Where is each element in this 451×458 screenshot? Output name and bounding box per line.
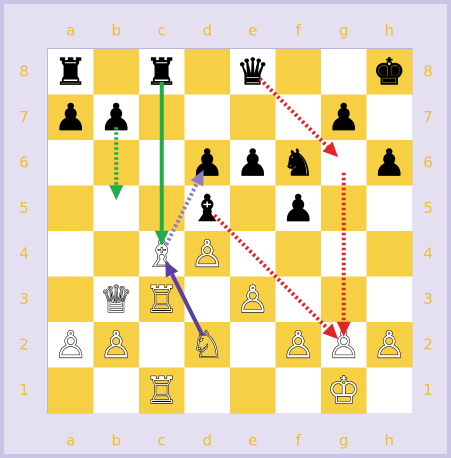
rank-label-right: 8 xyxy=(423,62,433,80)
black-pawn-g7-icon[interactable]: ♟ xyxy=(327,96,360,139)
rank-label-left: 8 xyxy=(19,62,29,80)
square-h1[interactable] xyxy=(367,368,413,414)
white-pawn-e3-icon[interactable]: ♙ xyxy=(236,278,269,321)
rank-label-left: 3 xyxy=(19,290,29,308)
rank-label-left: 6 xyxy=(19,153,29,171)
black-pawn-e6-icon[interactable]: ♟ xyxy=(236,141,269,184)
square-h4[interactable] xyxy=(367,231,413,277)
square-a6[interactable] xyxy=(48,140,94,186)
square-h5[interactable] xyxy=(367,186,413,232)
black-king-h8-icon[interactable]: ♚ xyxy=(373,50,406,93)
square-e7[interactable] xyxy=(230,95,276,141)
rank-label-left: 7 xyxy=(19,108,29,126)
square-b4[interactable] xyxy=(94,231,140,277)
file-label-bottom: e xyxy=(248,432,257,450)
file-label-bottom: a xyxy=(66,432,75,450)
black-pawn-f5-icon[interactable]: ♟ xyxy=(282,187,315,230)
file-label-bottom: b xyxy=(111,432,121,450)
file-label-bottom: g xyxy=(339,432,349,450)
rank-label-right: 5 xyxy=(423,199,433,217)
white-king-g1-icon[interactable]: ♔ xyxy=(327,369,360,412)
white-rook-c3-icon[interactable]: ♖ xyxy=(145,278,178,321)
white-queen-b3-icon[interactable]: ♕ xyxy=(100,278,133,321)
file-label-top: b xyxy=(111,22,121,40)
file-label-top: c xyxy=(158,22,166,40)
rank-label-left: 4 xyxy=(19,244,29,262)
file-label-top: a xyxy=(66,22,75,40)
square-b1[interactable] xyxy=(94,368,140,414)
file-label-top: e xyxy=(248,22,257,40)
square-c2[interactable] xyxy=(139,322,185,368)
square-a1[interactable] xyxy=(48,368,94,414)
rank-label-left: 5 xyxy=(19,199,29,217)
rank-label-right: 6 xyxy=(423,153,433,171)
white-pawn-b2-icon[interactable]: ♙ xyxy=(100,323,133,366)
file-label-bottom: c xyxy=(158,432,166,450)
square-f8[interactable] xyxy=(276,49,322,95)
black-knight-f6-icon[interactable]: ♞ xyxy=(282,141,315,184)
white-knight-d2-icon[interactable]: ♘ xyxy=(191,323,224,366)
square-g8[interactable] xyxy=(321,49,367,95)
white-pawn-a2-icon[interactable]: ♙ xyxy=(54,323,87,366)
square-f4[interactable] xyxy=(276,231,322,277)
square-a5[interactable] xyxy=(48,186,94,232)
square-e1[interactable] xyxy=(230,368,276,414)
file-label-top: f xyxy=(296,22,302,40)
file-label-top: d xyxy=(202,22,212,40)
white-rook-c1-icon[interactable]: ♖ xyxy=(145,369,178,412)
square-b8[interactable] xyxy=(94,49,140,95)
square-h3[interactable] xyxy=(367,277,413,323)
square-f1[interactable] xyxy=(276,368,322,414)
black-pawn-h6-icon[interactable]: ♟ xyxy=(373,141,406,184)
square-e5[interactable] xyxy=(230,186,276,232)
rank-label-right: 1 xyxy=(423,381,433,399)
white-pawn-f2-icon[interactable]: ♙ xyxy=(282,323,315,366)
white-pawn-d4-icon[interactable]: ♙ xyxy=(191,232,224,275)
file-label-top: h xyxy=(384,22,394,40)
file-label-bottom: f xyxy=(296,432,302,450)
white-pawn-h2-icon[interactable]: ♙ xyxy=(373,323,406,366)
file-label-bottom: d xyxy=(202,432,212,450)
black-bishop-d5-icon[interactable]: ♝ xyxy=(191,187,224,230)
black-pawn-a7-icon[interactable]: ♟ xyxy=(54,96,87,139)
square-a4[interactable] xyxy=(48,231,94,277)
square-e2[interactable] xyxy=(230,322,276,368)
square-d7[interactable] xyxy=(185,95,231,141)
square-d8[interactable] xyxy=(185,49,231,95)
file-label-bottom: h xyxy=(384,432,394,450)
square-d1[interactable] xyxy=(185,368,231,414)
square-h7[interactable] xyxy=(367,95,413,141)
rank-label-left: 2 xyxy=(19,335,29,353)
rank-label-right: 2 xyxy=(423,335,433,353)
rank-label-right: 4 xyxy=(423,244,433,262)
black-rook-a8-icon[interactable]: ♜ xyxy=(54,50,87,93)
square-a3[interactable] xyxy=(48,277,94,323)
file-label-top: g xyxy=(339,22,349,40)
black-queen-e8-icon[interactable]: ♛ xyxy=(236,50,269,93)
rank-label-right: 3 xyxy=(423,290,433,308)
rank-label-left: 1 xyxy=(19,381,29,399)
rank-label-right: 7 xyxy=(423,108,433,126)
